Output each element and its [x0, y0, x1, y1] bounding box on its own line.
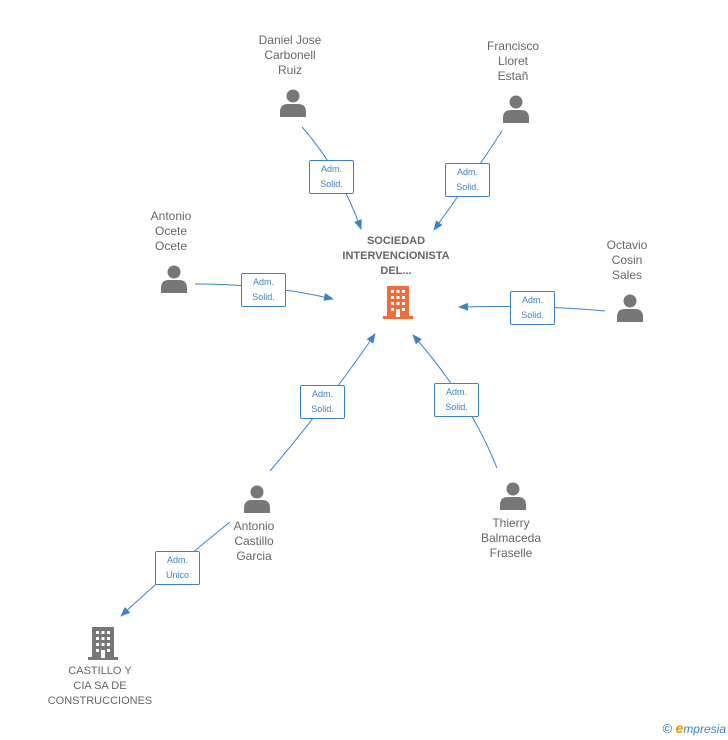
- person-name-line: Francisco: [486, 39, 539, 53]
- center-name-line: DEL...: [380, 265, 412, 277]
- center-name-line: SOCIEDAD: [366, 235, 426, 247]
- relation-role-line: Adm.: [445, 387, 467, 397]
- relation-role-line: Adm.: [166, 555, 188, 565]
- person-name-line: Carbonell: [264, 48, 316, 62]
- relation-badge-francisco[interactable]: Adm. Solid.: [445, 163, 490, 197]
- building-icon[interactable]: [86, 625, 120, 661]
- person-name-daniel[interactable]: Daniel Jose Carbonell Ruiz: [225, 33, 355, 78]
- person-icon[interactable]: [615, 293, 645, 323]
- company-name-line: CASTILLO Y: [68, 665, 132, 677]
- building-icon[interactable]: [381, 284, 415, 320]
- relation-role-line: Solid.: [320, 179, 343, 189]
- relation-role-line: Solid.: [445, 402, 468, 412]
- relation-badge-thierry[interactable]: Adm. Solid.: [434, 383, 479, 417]
- relation-role-line: Adm.: [521, 295, 543, 305]
- relation-badge-castillo[interactable]: Adm. Unico: [155, 551, 200, 585]
- person-name-thierry[interactable]: Thierry Balmaceda Fraselle: [446, 516, 576, 561]
- person-name-line: Lloret: [497, 54, 529, 68]
- relation-role-line: Solid.: [521, 310, 544, 320]
- company-name-line: CIA SA DE: [73, 680, 127, 692]
- relation-role-line: Adm.: [456, 167, 478, 177]
- person-icon[interactable]: [498, 481, 528, 511]
- person-name-line: Ruiz: [277, 63, 302, 77]
- person-icon[interactable]: [278, 88, 308, 118]
- person-name-line: Castillo: [234, 534, 274, 548]
- person-name-antonio-castillo[interactable]: Antonio Castillo Garcia: [189, 519, 319, 564]
- person-name-line: Daniel Jose: [258, 33, 322, 47]
- brand-logo-text: mpresia: [683, 722, 726, 736]
- person-name-line: Estañ: [497, 69, 529, 83]
- relation-role-line: Adm.: [252, 277, 274, 287]
- person-icon[interactable]: [501, 94, 531, 124]
- person-icon[interactable]: [159, 264, 189, 294]
- relation-role-line: Unico: [165, 570, 189, 580]
- person-name-line: Antonio: [233, 519, 275, 533]
- relation-badge-octavio[interactable]: Adm. Solid.: [510, 291, 555, 325]
- person-name-line: Garcia: [236, 549, 272, 563]
- person-name-line: Ocete: [154, 239, 187, 253]
- footer-brand[interactable]: © empresia: [663, 720, 726, 736]
- relation-badge-antonio-castillo[interactable]: Adm. Solid.: [300, 385, 345, 419]
- relation-badge-daniel[interactable]: Adm. Solid.: [309, 160, 354, 194]
- person-name-line: Fraselle: [489, 546, 533, 560]
- person-name-line: Thierry: [492, 516, 530, 530]
- relation-role-line: Solid.: [311, 404, 334, 414]
- company-name-castillo[interactable]: CASTILLO Y CIA SA DE CONSTRUCCIONES: [35, 664, 165, 709]
- company-name-line: CONSTRUCCIONES: [47, 695, 153, 707]
- person-name-line: Cosin: [611, 253, 643, 267]
- center-name-line: INTERVENCIONISTA: [342, 250, 450, 262]
- person-name-francisco[interactable]: Francisco Lloret Estañ: [448, 39, 578, 84]
- copyright-symbol: ©: [662, 721, 673, 736]
- person-name-antonio-ocete[interactable]: Antonio Ocete Ocete: [106, 209, 236, 254]
- relation-role-line: Adm.: [320, 164, 342, 174]
- person-name-line: Antonio: [150, 209, 192, 223]
- relation-role-line: Solid.: [456, 182, 479, 192]
- person-name-line: Balmaceda: [480, 531, 542, 545]
- person-name-line: Octavio: [606, 238, 648, 252]
- brand-logo-initial: e: [675, 720, 684, 736]
- relation-role-line: Adm.: [311, 389, 333, 399]
- relation-badge-antonio-ocete[interactable]: Adm. Solid.: [241, 273, 286, 307]
- person-icon[interactable]: [242, 484, 272, 514]
- center-company-name[interactable]: SOCIEDAD INTERVENCIONISTA DEL...: [331, 234, 461, 279]
- person-name-line: Ocete: [154, 224, 187, 238]
- person-name-line: Sales: [611, 268, 643, 282]
- relation-role-line: Solid.: [252, 292, 275, 302]
- person-name-octavio[interactable]: Octavio Cosin Sales: [562, 238, 692, 283]
